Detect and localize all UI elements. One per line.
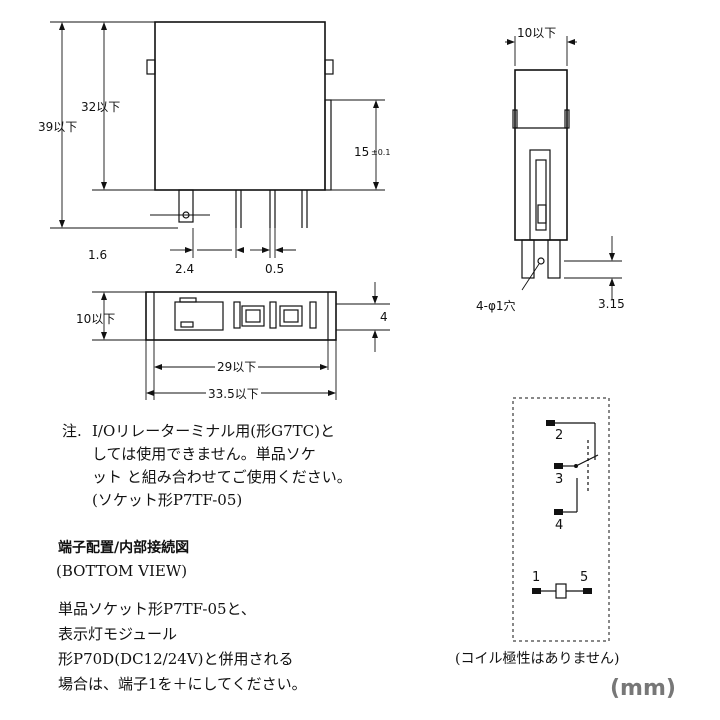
dim-tolerance: ±0.1 [371,148,391,157]
terminal-line: 形P70D(DC12/24V)と併用される [58,650,294,668]
terminal-line: 表示灯モジュール [58,625,177,643]
dim-height-39: 39以下 [38,120,78,134]
relay-front-view [146,21,334,228]
terminal-schematic [512,397,610,642]
schematic-terminals [532,420,592,594]
dim-offset-16: 1.6 [88,248,108,262]
dim-holes: 4-φ1穴 [476,299,516,313]
dim-height-32: 32以下 [81,100,121,114]
dim-width-29: 29以下 [215,358,259,375]
pin-5-label: 5 [580,570,589,585]
dim-side-10: 10以下 [517,26,557,40]
note-line: (ソケット形P7TF-05) [92,491,243,509]
side-arrowheads [507,39,615,286]
pin-2-label: 2 [555,428,564,443]
schematic-caption: (コイル極性はありません) [455,651,620,667]
dim-pin-05: 0.5 [265,262,285,276]
dim-pin-24: 2.4 [175,262,195,276]
pin-1-label: 1 [532,570,541,585]
pin-4-label: 4 [555,518,564,533]
note-line: ット と組み合わせてご使用ください。 [92,468,352,486]
note-line: しては使用できません。単品ソケ [92,445,316,463]
note-marker: 注. [62,422,82,440]
dim-depth-10: 10以下 [76,312,116,326]
pin-3-label: 3 [555,472,564,487]
dim-pitch-15: 15 [354,145,370,159]
dim-width-335: 33.5以下 [206,385,261,402]
bottom-dimension-lines [92,282,390,400]
terminal-line: 単品ソケット形P7TF-05と、 [58,600,256,618]
unit-label: (mm) [610,676,676,701]
dim-height-4: 4 [380,310,388,324]
front-arrowheads [59,22,379,253]
dim-side-315: 3.15 [598,297,625,311]
note-line: I/Oリレーターミナル用(形G7TC)と [92,422,335,440]
relay-side-view [512,69,570,279]
terminal-subtitle: (BOTTOM VIEW) [56,562,188,580]
terminal-title: 端子配置/内部接続図 [58,540,190,556]
terminal-line: 場合は、端子1を＋にしてください。 [58,675,307,693]
relay-bottom-view [145,291,337,341]
bottom-arrowheads [101,292,378,396]
